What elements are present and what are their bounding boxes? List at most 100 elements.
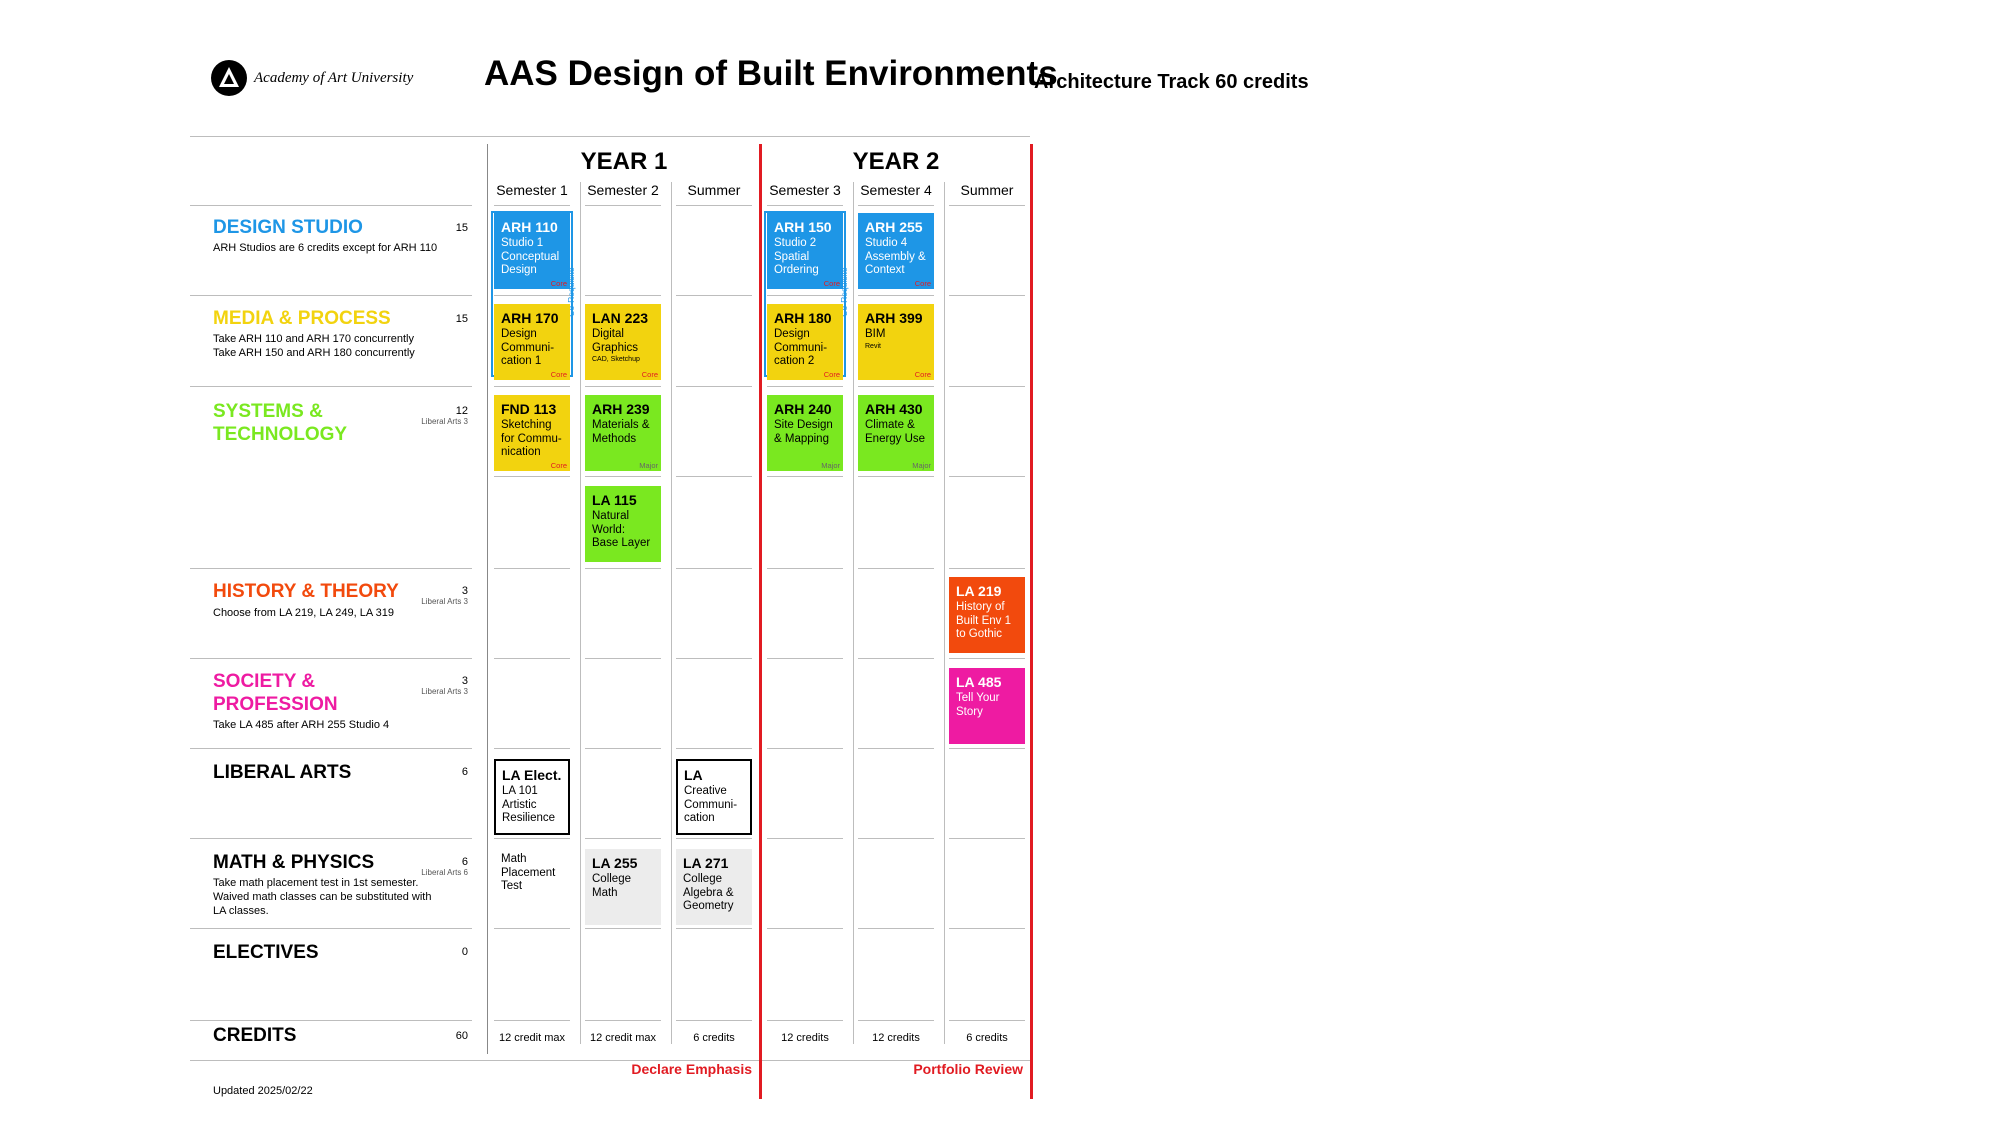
category-note: Choose from LA 219, LA 249, LA 319 xyxy=(213,607,395,619)
cell-divider xyxy=(767,568,843,569)
cell-divider xyxy=(767,928,843,929)
category-note: Take LA 485 after ARH 255 Studio 4 xyxy=(213,719,390,731)
course-code: LA 485 xyxy=(956,674,1002,690)
course-code: LAN 223 xyxy=(592,310,649,326)
course-name: Digital Graphics xyxy=(592,328,639,354)
column-summer-1: Summer xyxy=(687,182,741,198)
top-divider xyxy=(190,136,1030,137)
cell-divider xyxy=(676,205,752,206)
row-divider xyxy=(190,748,472,749)
category-name: SYSTEMS & TECHNOLOGY xyxy=(213,401,348,445)
year-1-label: YEAR 1 xyxy=(580,148,668,175)
cell-divider xyxy=(676,928,752,929)
cell-divider xyxy=(949,568,1025,569)
cell-divider xyxy=(767,1020,843,1021)
cell-divider xyxy=(494,748,570,749)
course-name: Studio 1 Conceptual Design xyxy=(501,237,560,276)
course-name: Site Design & Mapping xyxy=(774,419,833,445)
cell-divider xyxy=(858,748,934,749)
cell-divider xyxy=(676,295,752,296)
cell-divider xyxy=(949,838,1025,839)
cell-divider xyxy=(585,1020,661,1021)
course-name: Math Placement Test xyxy=(501,853,556,892)
page-subtitle: Architecture Track 60 credits xyxy=(1034,71,1309,93)
cell-divider xyxy=(676,386,752,387)
category-credits: 60 xyxy=(455,1030,468,1042)
category-credits: 3 xyxy=(461,675,468,687)
column-summer-2: Summer xyxy=(960,182,1014,198)
category-credits: 0 xyxy=(461,946,468,958)
cell-divider xyxy=(585,568,661,569)
cell-divider xyxy=(676,1020,752,1021)
course-code: ARH 399 xyxy=(865,310,923,326)
column-semester-2: Semester 2 xyxy=(587,182,659,198)
course-name: College Math xyxy=(592,873,631,899)
course-type-tag: Core xyxy=(550,461,567,470)
cell-divider xyxy=(494,476,570,477)
cell-divider xyxy=(494,838,570,839)
category-credits: 6 xyxy=(461,856,468,868)
portfolio-review-line xyxy=(1030,144,1033,1099)
course-name: Creative Communi- cation xyxy=(684,785,738,824)
milestone-declare-emphasis: Declare Emphasis xyxy=(631,1061,752,1077)
course-type-tag: Core xyxy=(550,370,567,379)
course-code: LA 219 xyxy=(956,583,1002,599)
cell-divider xyxy=(585,928,661,929)
column-gap-line xyxy=(671,182,672,1044)
course-code: LA 255 xyxy=(592,855,638,871)
credits-summer-2: 6 credits xyxy=(966,1032,1008,1044)
course-code: ARH 239 xyxy=(592,401,650,417)
updated-date: Updated 2025/02/22 xyxy=(213,1085,313,1097)
declare-emphasis-line xyxy=(759,144,762,1099)
course-name: Design Communi- cation 1 xyxy=(501,328,555,367)
cell-divider xyxy=(676,838,752,839)
course-code: LA 271 xyxy=(683,855,729,871)
cell-divider xyxy=(494,295,570,296)
cell-divider xyxy=(858,568,934,569)
course-name: Studio 4 Assembly & Context xyxy=(865,237,926,276)
course-name: Climate & Energy Use xyxy=(865,419,926,445)
cell-divider xyxy=(767,386,843,387)
cell-divider xyxy=(585,658,661,659)
course-type-tag: Major xyxy=(821,461,840,470)
cell-divider xyxy=(494,386,570,387)
cell-divider xyxy=(585,748,661,749)
category-credits: 12 xyxy=(455,405,468,417)
cell-divider xyxy=(494,928,570,929)
course-name: Design Communi- cation 2 xyxy=(774,328,828,367)
course-type-tag: Core xyxy=(641,370,658,379)
cell-divider xyxy=(767,295,843,296)
course-code: ARH 110 xyxy=(501,219,558,235)
category-name: MEDIA & PROCESS xyxy=(213,308,391,329)
cell-divider xyxy=(858,295,934,296)
cell-divider xyxy=(676,658,752,659)
cell-divider xyxy=(949,1020,1025,1021)
course-type-tag: Major xyxy=(912,461,931,470)
course-name: History of Built Env 1 to Gothic xyxy=(956,601,1011,640)
cell-divider xyxy=(676,568,752,569)
cell-divider xyxy=(585,386,661,387)
university-name: Academy of Art University xyxy=(254,70,414,86)
row-divider xyxy=(190,205,472,206)
course-code: ARH 180 xyxy=(774,310,832,326)
column-semester-4: Semester 4 xyxy=(860,182,932,198)
course-type-tag: Core xyxy=(914,279,931,288)
cell-divider xyxy=(585,205,661,206)
credits-semester-4: 12 credits xyxy=(872,1032,920,1044)
cell-divider xyxy=(858,205,934,206)
course-type-tag: Core xyxy=(550,279,567,288)
page-title: AAS Design of Built Environments xyxy=(484,54,1058,93)
cell-divider xyxy=(858,386,934,387)
cell-divider xyxy=(585,295,661,296)
course-code: ARH 150 xyxy=(774,219,832,235)
university-logo-icon xyxy=(211,60,247,96)
cell-divider xyxy=(949,748,1025,749)
cell-divider xyxy=(949,295,1025,296)
